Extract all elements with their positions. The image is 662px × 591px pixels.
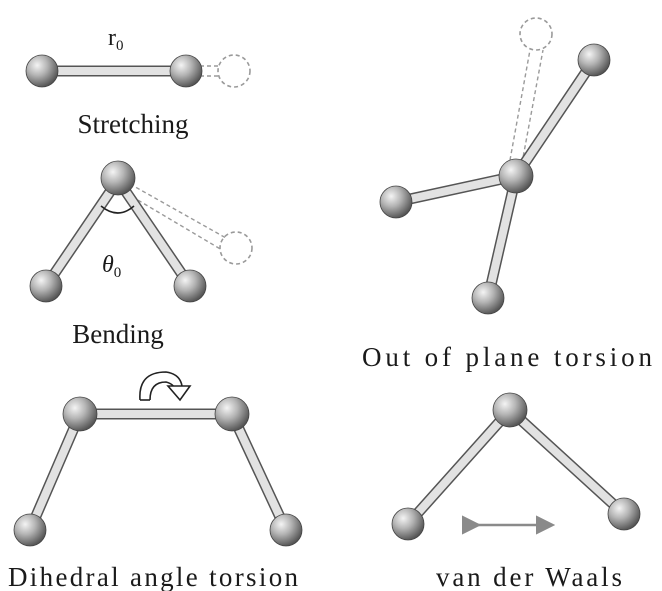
stretching-panel: r0 Stretching: [25, 25, 251, 139]
r0-symbol: r0: [108, 25, 124, 54]
vdw-atom-left: [391, 507, 425, 541]
dihedral-atom-2: [62, 396, 98, 432]
bending-atom-left: [29, 269, 63, 303]
stretching-atom-right: [169, 54, 203, 88]
vdw-label: van der Waals: [436, 562, 622, 591]
bending-bond-right: [114, 176, 194, 290]
bending-angle-arc: [100, 205, 135, 214]
vdw-panel: van der Waals: [391, 392, 641, 591]
oop-bond-left: [392, 172, 520, 206]
stretching-ghost: [200, 54, 251, 88]
vdw-bond-right: [506, 406, 628, 518]
oop-atom-center: [498, 158, 534, 194]
oop-atom-down: [471, 281, 505, 315]
out-of-plane-ghost: [509, 17, 553, 164]
dihedral-panel: Dihedral angle torsion: [8, 371, 303, 591]
bending-atom-center: [100, 160, 136, 196]
bending-ghost: [125, 183, 253, 265]
rotation-arrow-icon: [139, 371, 192, 402]
dihedral-bond-left: [26, 410, 84, 534]
oop-atom-left: [379, 185, 413, 219]
dihedral-label: Dihedral angle torsion: [8, 562, 299, 591]
oop-bond-down: [484, 172, 520, 302]
dihedral-bond-right: [228, 410, 290, 534]
out-of-plane-label: Out of plane torsion: [362, 342, 653, 372]
vdw-atom-right: [607, 497, 641, 531]
stretching-label: Stretching: [78, 109, 189, 139]
bending-atom-right: [173, 269, 207, 303]
stretching-atom-left: [25, 54, 59, 88]
bending-label: Bending: [72, 319, 164, 349]
vdw-atom-top: [492, 392, 528, 428]
dihedral-atom-4: [269, 513, 303, 547]
bending-bond-left: [42, 176, 122, 290]
bending-panel: θ0 Bending: [29, 160, 253, 349]
vdw-bond-left: [404, 406, 514, 528]
oop-atom-up: [577, 43, 611, 77]
oop-bond-up: [512, 56, 598, 180]
theta0-symbol: θ0: [102, 252, 121, 281]
dihedral-atom-1: [13, 513, 47, 547]
out-of-plane-panel: Out of plane torsion: [362, 17, 653, 372]
dihedral-atom-3: [214, 396, 250, 432]
